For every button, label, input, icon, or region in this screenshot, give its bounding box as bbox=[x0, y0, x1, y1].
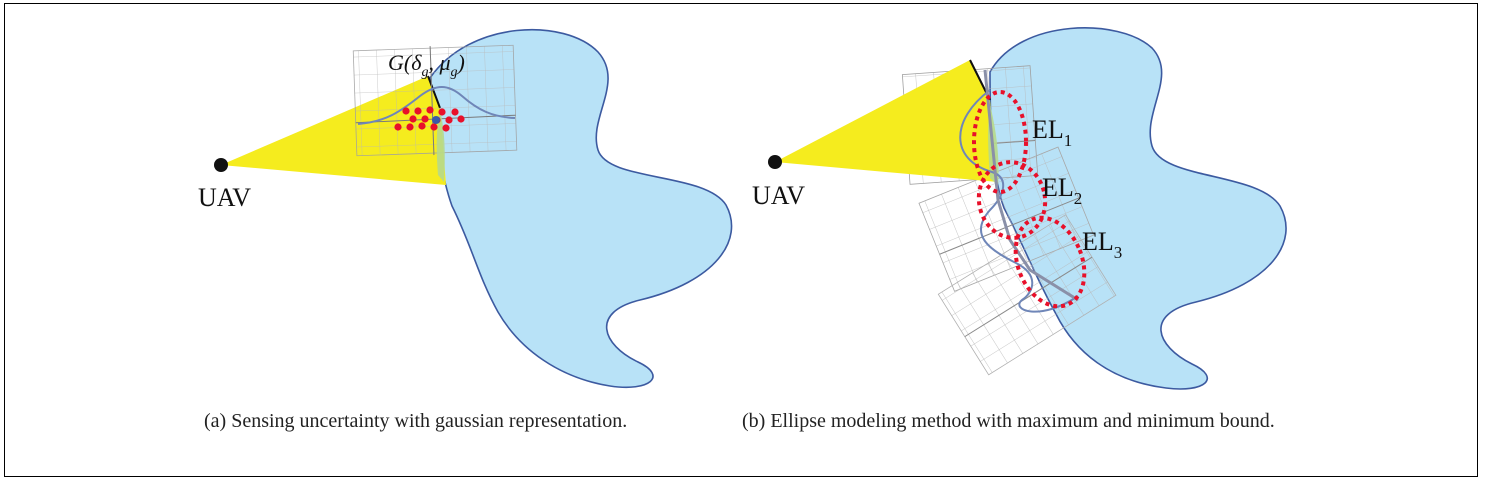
gaussian-curve-a bbox=[357, 86, 516, 125]
ellipse-el3 bbox=[1013, 215, 1087, 309]
gaussian-mean-marker-a bbox=[432, 116, 440, 124]
bound-curve-b bbox=[983, 69, 1079, 302]
panel-b: UAV EL1 EL2 EL3 bbox=[752, 27, 1287, 390]
ellipses-b bbox=[972, 90, 1087, 309]
uav-marker-b bbox=[768, 155, 782, 169]
ellipse-label-el3: EL3 bbox=[1082, 227, 1122, 262]
ellipse-el1 bbox=[972, 90, 1028, 194]
uav-label-a: UAV bbox=[198, 183, 251, 212]
figure-frame bbox=[4, 3, 1478, 477]
ellipse-el2 bbox=[976, 160, 1048, 240]
panel-a: UAV G(δg, μg) bbox=[198, 28, 733, 388]
ellipse-label-el2: EL2 bbox=[1042, 173, 1082, 208]
gaussian-curve-b bbox=[959, 89, 1079, 313]
caption-b: (b) Ellipse modeling method with maximum… bbox=[742, 410, 1275, 432]
sensing-cone-b bbox=[775, 60, 998, 182]
caption-a: (a) Sensing uncertainty with gaussian re… bbox=[204, 410, 628, 432]
ellipse-label-el1: EL1 bbox=[1032, 115, 1072, 150]
uav-marker-a bbox=[214, 158, 228, 172]
gaussian-label-a: G(δg, μg) bbox=[388, 50, 465, 80]
uav-label-b: UAV bbox=[752, 181, 805, 210]
